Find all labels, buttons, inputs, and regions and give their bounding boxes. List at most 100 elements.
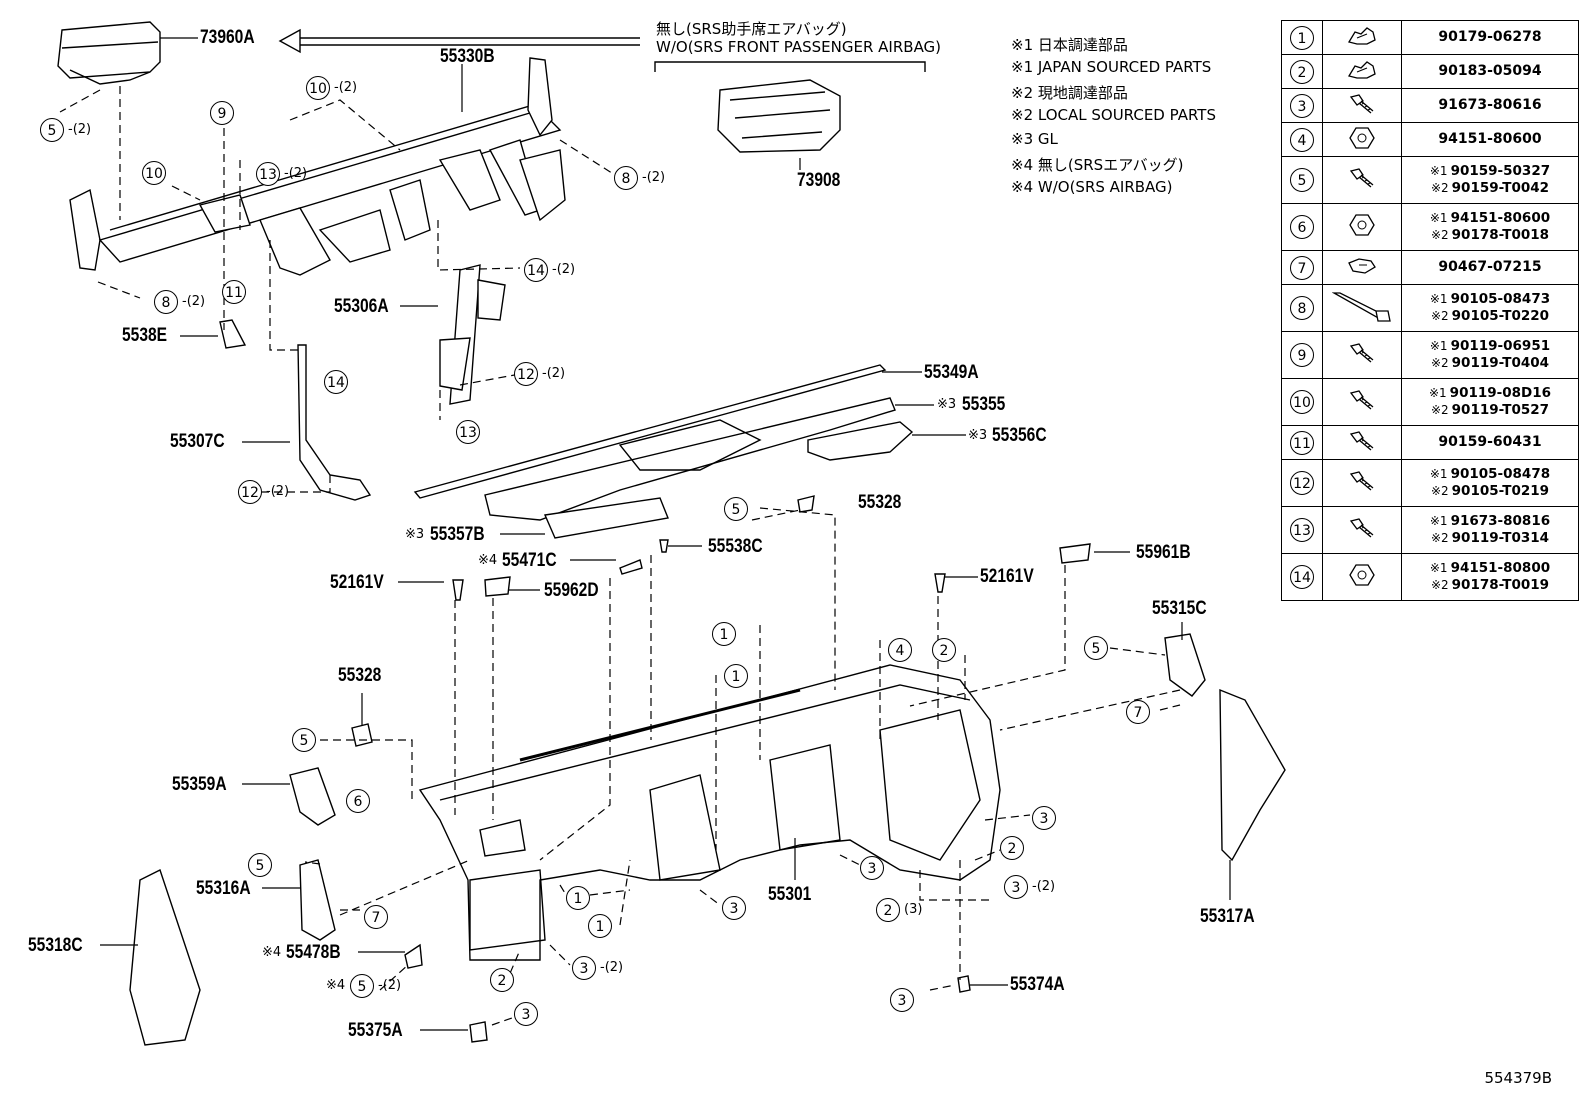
callout-13[interactable]: 13 <box>456 420 480 444</box>
callout-5[interactable]: 5 <box>1084 636 1108 660</box>
part-label-55328-top[interactable]: 55328 <box>858 492 902 513</box>
part-label-55374A[interactable]: 55374A <box>1010 974 1065 995</box>
part-label-52161V-left[interactable]: 52161V <box>330 572 384 593</box>
callout-3[interactable]: 3 <box>514 1002 538 1026</box>
table-callout-number: 1 <box>1281 20 1323 55</box>
callout-7[interactable]: 7 <box>364 905 388 929</box>
table-callout-number: 2 <box>1281 54 1323 89</box>
part-label-5538E[interactable]: 5538E <box>122 325 168 346</box>
bolt-icon <box>1322 425 1402 460</box>
callout-1[interactable]: 1 <box>724 664 748 688</box>
callout-3[interactable]: 3 <box>572 956 596 980</box>
clip-icon <box>1322 250 1402 285</box>
part-label-55375A[interactable]: 55375A <box>348 1020 403 1041</box>
part-number-cell[interactable]: 90183-05094 <box>1401 54 1579 89</box>
table-callout-number: 3 <box>1281 88 1323 123</box>
callout-3[interactable]: 3 <box>722 896 746 920</box>
callout-14[interactable]: 14 <box>324 370 348 394</box>
part-label-55349A[interactable]: 55349A <box>924 362 979 383</box>
part-number-cell[interactable]: 91673-80616 <box>1401 88 1579 123</box>
callout-6[interactable]: 6 <box>346 789 370 813</box>
callout-2[interactable]: 2 <box>932 638 956 662</box>
bolt-icon <box>1322 459 1402 507</box>
table-callout-number: 10 <box>1281 378 1323 426</box>
note-wo-passenger-airbag-jp: 無し(SRS助手席エアバッグ) <box>656 20 847 38</box>
callout-3[interactable]: 3 <box>860 856 884 880</box>
callout-12[interactable]: 12 <box>238 480 262 504</box>
table-callout-number: 6 <box>1281 203 1323 251</box>
qty-callout-14: -(2) <box>552 262 576 277</box>
callout-3[interactable]: 3 <box>1032 806 1056 830</box>
callout-5[interactable]: 5 <box>724 497 748 521</box>
qty-callout-3: -(2) <box>600 960 624 975</box>
part-label-73960A[interactable]: 73960A <box>200 27 255 48</box>
part-label-55318C[interactable]: 55318C <box>28 935 83 956</box>
hex-nut-icon <box>1322 122 1402 157</box>
callout-7[interactable]: 7 <box>1126 700 1150 724</box>
part-label-55359A[interactable]: 55359A <box>172 774 227 795</box>
hex-nut-icon <box>1322 203 1402 251</box>
callout-5[interactable]: 5 <box>350 974 374 998</box>
callout-2[interactable]: 2 <box>876 898 900 922</box>
part-label-52161V-right[interactable]: 52161V <box>980 566 1034 587</box>
part-number-cell[interactable]: 90467-07215 <box>1401 250 1579 285</box>
part-label-55316A[interactable]: 55316A <box>196 878 251 899</box>
callout-2[interactable]: 2 <box>1000 836 1024 860</box>
part-number-cell[interactable]: 94151-80600 <box>1401 122 1579 157</box>
callout-1[interactable]: 1 <box>712 622 736 646</box>
tray-73908-shape <box>717 79 841 153</box>
callout-5[interactable]: 5 <box>292 728 316 752</box>
callout-11[interactable]: 11 <box>222 280 246 304</box>
woab-prefix-55478B: ※4 <box>262 945 282 960</box>
part-label-55355[interactable]: 55355 <box>962 394 1006 415</box>
part-label-73908[interactable]: 73908 <box>797 170 841 191</box>
callout-3[interactable]: 3 <box>890 988 914 1012</box>
part-label-55471C[interactable]: 55471C <box>502 550 557 571</box>
part-label-55307C[interactable]: 55307C <box>170 431 225 452</box>
part-number-cell[interactable]: 90159-60431 <box>1401 425 1579 460</box>
callout-3[interactable]: 3 <box>1004 875 1028 899</box>
part-label-55306A[interactable]: 55306A <box>334 296 389 317</box>
part-label-55478B[interactable]: 55478B <box>286 942 341 963</box>
callout-14[interactable]: 14 <box>524 258 548 282</box>
callout-8[interactable]: 8 <box>614 166 638 190</box>
callout-9[interactable]: 9 <box>210 101 234 125</box>
part-label-55315C[interactable]: 55315C <box>1152 598 1207 619</box>
part-label-55538C[interactable]: 55538C <box>708 536 763 557</box>
callout-8[interactable]: 8 <box>154 290 178 314</box>
part-label-55301[interactable]: 55301 <box>768 884 812 905</box>
callout-10[interactable]: 10 <box>142 161 166 185</box>
callout-5[interactable]: 5 <box>40 118 64 142</box>
callout-1[interactable]: 1 <box>588 914 612 938</box>
part-label-55962D[interactable]: 55962D <box>544 580 599 601</box>
callout-13[interactable]: 13 <box>256 162 280 186</box>
part-label-55330B[interactable]: 55330B <box>440 46 495 67</box>
part-label-55328-left[interactable]: 55328 <box>338 665 382 686</box>
callout-4[interactable]: 4 <box>888 638 912 662</box>
part-label-55961B[interactable]: 55961B <box>1136 542 1191 563</box>
part-label-55317A[interactable]: 55317A <box>1200 906 1255 927</box>
part-number: 90183-05094 <box>1438 63 1542 79</box>
part-label-55357B[interactable]: 55357B <box>430 524 485 545</box>
bolt-icon <box>1322 88 1402 123</box>
qty-callout-12: -(2) <box>542 366 566 381</box>
callout-5[interactable]: 5 <box>248 853 272 877</box>
callout-2[interactable]: 2 <box>490 968 514 992</box>
part-label-55356C[interactable]: 55356C <box>992 425 1047 446</box>
callout-1[interactable]: 1 <box>566 886 590 910</box>
table-callout-number: 7 <box>1281 250 1323 285</box>
callout-12[interactable]: 12 <box>514 362 538 386</box>
part-number-cell[interactable]: 90179-06278 <box>1401 20 1579 55</box>
parts-table-row: 7 90467-07215 <box>1281 250 1579 285</box>
callout-10[interactable]: 10 <box>306 76 330 100</box>
